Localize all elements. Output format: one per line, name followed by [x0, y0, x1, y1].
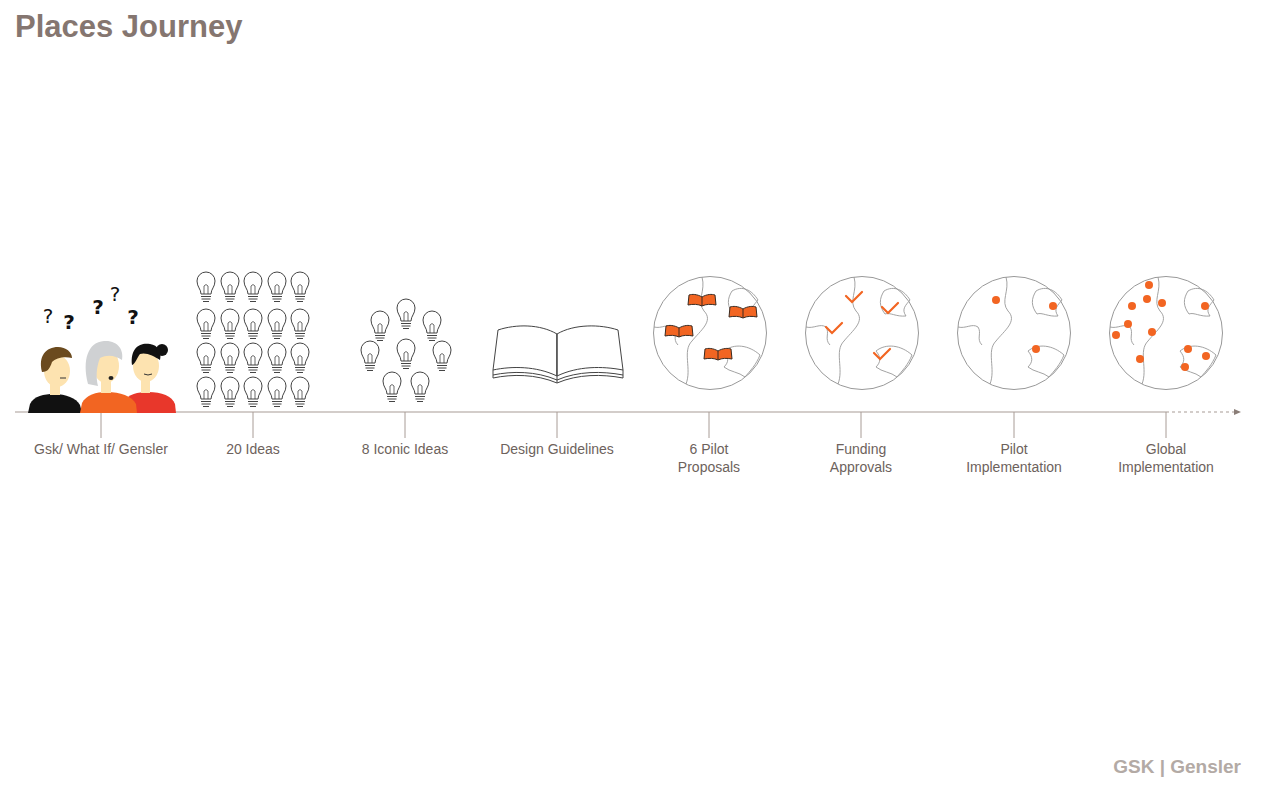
footer-credit: GSK | Gensler — [1113, 758, 1241, 776]
iconic-bulbs-8 — [361, 299, 451, 402]
question-mark: ? — [43, 307, 54, 325]
pilot-proposal-globe — [654, 277, 767, 390]
stage-label: 8 Iconic Ideas — [362, 440, 448, 458]
question-mark: ? — [63, 313, 75, 331]
page-title: Places Journey — [15, 9, 242, 45]
funding-globe — [806, 277, 919, 390]
guideline-book — [493, 326, 623, 383]
stage-label: 20 Ideas — [226, 440, 280, 458]
question-mark: ? — [92, 298, 104, 316]
global-globe — [1110, 277, 1223, 390]
question-mark: ? — [110, 285, 121, 303]
stage-label: Gsk/ What If/ Gensler — [34, 440, 168, 458]
people-figure — [28, 341, 176, 413]
stage-label: Global Implementation — [1110, 440, 1222, 476]
pilot-globe — [958, 277, 1071, 390]
question-mark: ? — [127, 308, 139, 326]
timeline-axis — [15, 409, 1241, 415]
idea-bulbs-20 — [197, 272, 309, 407]
stage-label: Pilot Implementation — [958, 440, 1070, 476]
stage-label: Funding Approvals — [821, 440, 901, 476]
stage-label: 6 Pilot Proposals — [669, 440, 749, 476]
stage-label: Design Guidelines — [500, 440, 614, 458]
timeline-ticks — [101, 412, 1166, 438]
